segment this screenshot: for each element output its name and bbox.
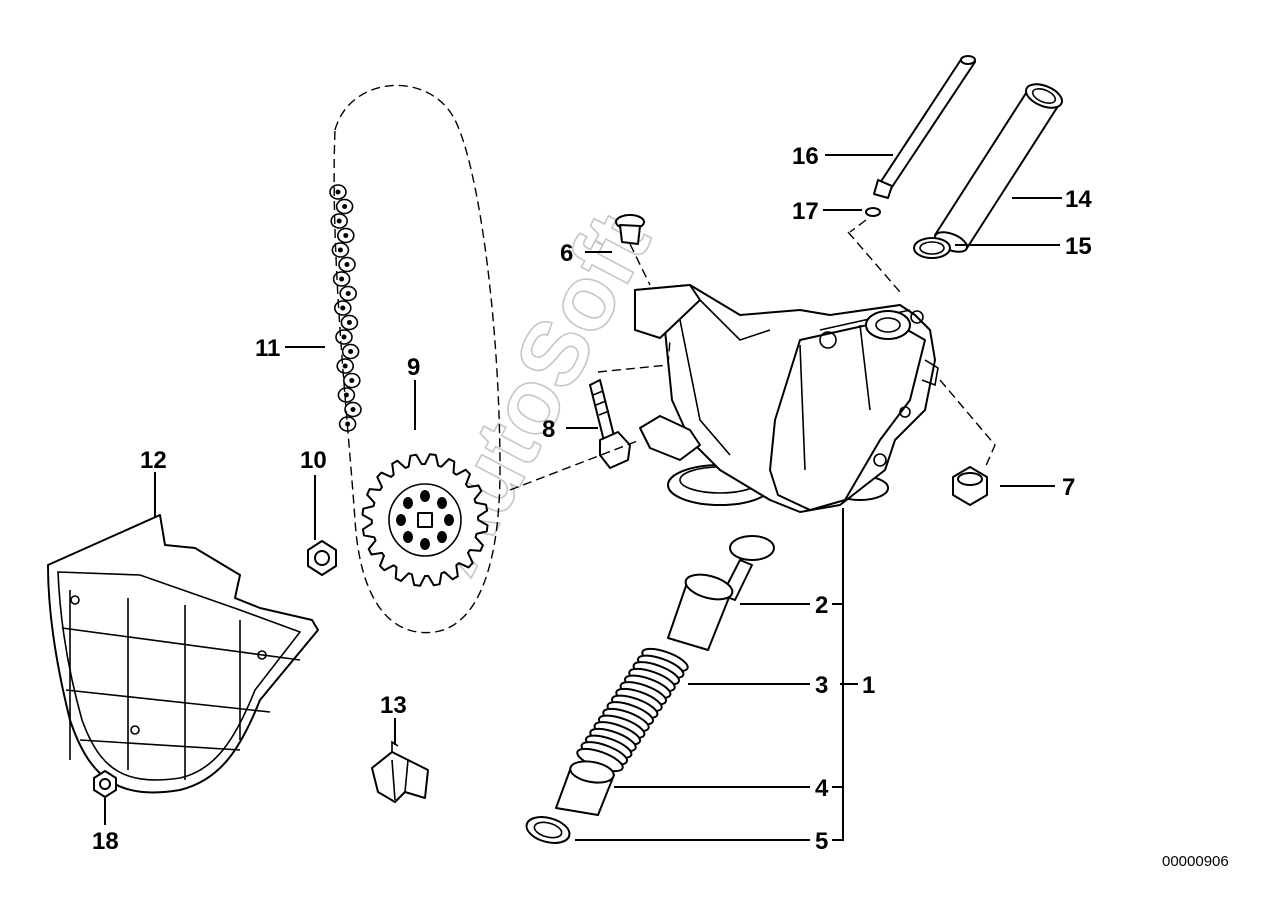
chain-pin	[337, 247, 343, 253]
callout-8: 8	[542, 416, 555, 443]
chain-link	[329, 184, 347, 200]
chain-pin	[349, 378, 355, 383]
chain-link	[336, 358, 355, 374]
chain-pin	[345, 291, 351, 296]
chain-pin	[342, 204, 348, 209]
chain-link	[340, 314, 359, 331]
chain-pin	[335, 189, 341, 195]
chain-pin	[346, 320, 352, 325]
chain-link	[338, 256, 356, 273]
tube	[933, 83, 1064, 253]
callout-9: 9	[407, 354, 420, 381]
sprocket-hole	[420, 538, 430, 550]
chain-pin	[345, 421, 351, 427]
chain-link	[335, 329, 353, 345]
assembly-lines	[509, 219, 996, 491]
chain-link	[331, 242, 350, 258]
callouts: 1 2 3 4 5 6 7 8 9 10 11 12 13 14 15 16 1…	[92, 143, 1092, 855]
chain-pin	[336, 218, 342, 224]
chain-pin	[341, 334, 347, 340]
sprocket-hole	[396, 514, 406, 526]
callout-3: 3	[815, 672, 828, 699]
chain-link	[338, 416, 357, 432]
callout-12: 12	[140, 447, 167, 474]
bolt	[589, 379, 631, 469]
chain-pin	[350, 407, 356, 412]
o-ring	[913, 237, 951, 259]
sprocket-hole	[403, 531, 413, 543]
callout-5: 5	[815, 828, 828, 855]
sprocket-hole	[420, 490, 430, 502]
sprocket	[361, 453, 489, 587]
callout-4: 4	[815, 775, 829, 802]
sleeve	[555, 760, 615, 816]
chain-link	[333, 300, 352, 316]
chain-pin	[348, 349, 354, 354]
chain-link	[337, 387, 356, 403]
oil-pump-housing	[634, 284, 939, 513]
valve-spring	[576, 647, 689, 773]
chain-link	[341, 343, 360, 360]
chain-pin	[343, 392, 349, 398]
callout-16: 16	[792, 143, 819, 170]
valve-piston	[667, 535, 775, 651]
callout-10: 10	[300, 447, 327, 474]
callout-17: 17	[792, 198, 819, 225]
chain-pin	[344, 262, 350, 267]
plug-screw	[615, 214, 645, 245]
reference-number: 00000906	[1162, 853, 1229, 870]
cover-plate	[47, 514, 319, 794]
chain-link	[330, 213, 349, 229]
chain-link	[336, 227, 355, 244]
timing-chain	[329, 84, 501, 634]
chain-link	[332, 271, 351, 287]
callout-14: 14	[1065, 186, 1092, 213]
leader-lines	[104, 154, 1062, 841]
cap-nut	[952, 466, 988, 506]
sprocket-hole	[403, 497, 413, 509]
chain-pin	[339, 276, 345, 282]
sprocket-hole	[437, 531, 447, 543]
chain-link	[339, 285, 358, 302]
callout-13: 13	[380, 692, 407, 719]
sprocket-nut	[307, 540, 337, 576]
sprocket-hole	[444, 514, 454, 526]
dipstick-pipe	[873, 55, 976, 199]
chain-link	[335, 198, 354, 215]
cover-nut	[93, 770, 117, 798]
callout-11: 11	[255, 335, 280, 362]
sprocket-hole	[437, 497, 447, 509]
callout-7: 7	[1062, 474, 1075, 501]
chain-link	[342, 372, 361, 389]
callout-18: 18	[92, 828, 119, 855]
callout-6: 6	[560, 240, 573, 267]
circlip	[525, 816, 571, 844]
callout-1: 1	[862, 672, 875, 699]
chain-pin	[340, 305, 346, 311]
callout-2: 2	[815, 592, 828, 619]
callout-15: 15	[1065, 233, 1092, 260]
clip	[371, 740, 429, 803]
chain-link	[344, 401, 362, 418]
chain-pin	[342, 363, 348, 369]
small-o-ring	[865, 207, 881, 217]
chain-pin	[343, 233, 349, 238]
